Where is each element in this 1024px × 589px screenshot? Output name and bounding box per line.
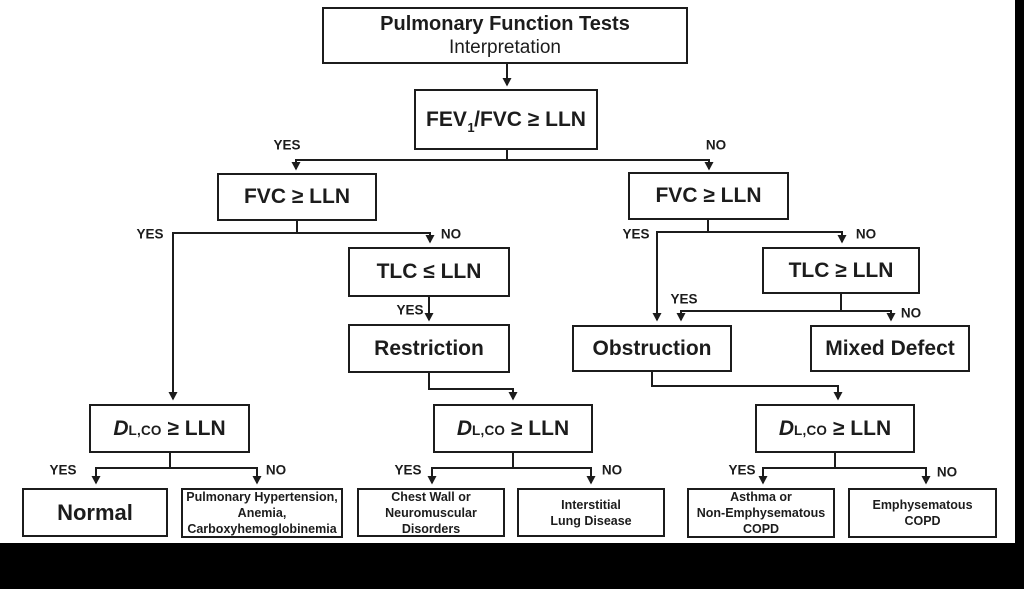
- branch-label-fvc-left-no: NO: [440, 226, 462, 242]
- bottom-matte: [0, 543, 1024, 589]
- node-emphysematous-copd: Emphysematous COPD: [848, 488, 997, 538]
- node-fvc-right: FVC ≥ LLN: [628, 172, 789, 220]
- right-matte: [1015, 0, 1024, 589]
- node-normal: Normal: [22, 488, 168, 537]
- node-label: DL,CO ≥ LLN: [113, 417, 225, 441]
- node-title: Pulmonary Function Tests Interpretation: [322, 7, 688, 64]
- dlco-d: D: [456, 416, 473, 440]
- node-line: Neuromuscular: [385, 505, 477, 520]
- branch-label-dlco-right-no: NO: [936, 464, 958, 480]
- node-tlc-right: TLC ≥ LLN: [762, 247, 920, 294]
- node-label: FVC ≥ LLN: [655, 184, 762, 207]
- dlco-subscript: L,CO: [472, 422, 506, 438]
- node-line: Lung Disease: [550, 513, 632, 528]
- node-line: Disorders: [401, 521, 461, 536]
- dlco-lln-text: ≥ LLN: [827, 416, 892, 440]
- node-line: Asthma or: [730, 490, 792, 504]
- node-line: Carboxyhemoglobinemia: [187, 522, 337, 536]
- branch-label-fvc-left-yes: YES: [136, 226, 164, 242]
- node-chest-wall: Chest Wall or Neuromuscular Disorders: [357, 488, 505, 537]
- node-line: COPD: [904, 514, 941, 528]
- node-label: FEV1/FVC ≥ LLN: [426, 107, 586, 135]
- branch-label-fvc-right-no: NO: [855, 226, 877, 242]
- branch-label-dlco-middle-yes: YES: [394, 462, 422, 478]
- node-dlco-middle: DL,CO ≥ LLN: [433, 404, 593, 453]
- fev-subscript: 1: [467, 119, 475, 135]
- fev-text: FEV: [426, 107, 467, 131]
- branch-label-tlc-right-yes: YES: [670, 291, 698, 307]
- node-label: Normal: [57, 499, 133, 525]
- node-dlco-left: DL,CO ≥ LLN: [89, 404, 250, 453]
- node-label: Restriction: [374, 336, 484, 360]
- branch-label-dlco-left-no: NO: [265, 462, 287, 478]
- node-line: Non-Emphysematous: [696, 506, 826, 520]
- branch-label-fev-yes: YES: [273, 137, 301, 153]
- dlco-lln-text: ≥ LLN: [161, 416, 226, 440]
- branch-label-dlco-right-yes: YES: [728, 462, 756, 478]
- node-label: DL,CO ≥ LLN: [457, 417, 569, 441]
- node-mixed-defect: Mixed Defect: [810, 325, 970, 372]
- node-label: DL,CO ≥ LLN: [779, 417, 891, 441]
- branch-label-tlc-right-no: NO: [900, 305, 922, 321]
- dlco-lln-text: ≥ LLN: [505, 416, 570, 440]
- node-label: TLC ≥ LLN: [788, 258, 894, 282]
- node-interstitial-lung-disease: Interstitial Lung Disease: [517, 488, 665, 537]
- node-line: Chest Wall or: [391, 489, 471, 504]
- branch-label-tlc-left-yes: YES: [396, 302, 424, 318]
- branch-label-fev-no: NO: [705, 137, 727, 153]
- node-obstruction: Obstruction: [572, 325, 732, 372]
- dlco-subscript: L,CO: [128, 422, 162, 438]
- dlco-d: D: [113, 416, 129, 440]
- node-fvc-left: FVC ≥ LLN: [217, 173, 377, 221]
- title-line2: Interpretation: [449, 37, 561, 59]
- title-line1: Pulmonary Function Tests: [380, 13, 630, 36]
- node-asthma-copd: Asthma or Non-Emphysematous COPD: [687, 488, 835, 538]
- node-tlc-left: TLC ≤ LLN: [348, 247, 510, 297]
- node-label: FVC ≥ LLN: [243, 185, 350, 208]
- node-label: TLC ≤ LLN: [376, 260, 482, 283]
- node-restriction: Restriction: [348, 324, 510, 373]
- branch-label-fvc-right-yes: YES: [622, 226, 650, 242]
- node-label: Obstruction: [592, 336, 712, 360]
- node-pulmonary-hypertension: Pulmonary Hypertension, Anemia, Carboxyh…: [181, 488, 343, 538]
- branch-label-dlco-left-yes: YES: [49, 462, 77, 478]
- node-fev1-fvc: FEV1/FVC ≥ LLN: [414, 89, 598, 150]
- node-line: COPD: [742, 522, 780, 536]
- node-dlco-right: DL,CO ≥ LLN: [755, 404, 915, 453]
- dlco-d: D: [778, 416, 795, 440]
- node-line: Interstitial: [561, 497, 621, 512]
- dlco-subscript: L,CO: [794, 422, 828, 438]
- node-label: Mixed Defect: [825, 336, 955, 360]
- fvc-lln-text: /FVC ≥ LLN: [474, 107, 586, 131]
- node-line: Pulmonary Hypertension,: [186, 490, 338, 504]
- node-line: Emphysematous: [872, 498, 973, 512]
- node-line: Anemia,: [237, 506, 287, 520]
- branch-label-dlco-middle-no: NO: [601, 462, 623, 478]
